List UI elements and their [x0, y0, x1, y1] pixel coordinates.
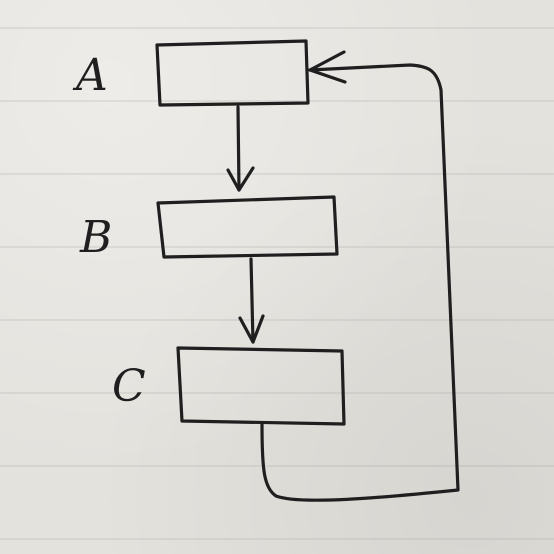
box-c: [176, 346, 346, 426]
node-label-b: B: [80, 212, 113, 263]
box-b: [156, 195, 339, 259]
arrow-a-to-b: [226, 105, 255, 192]
box-a: [155, 39, 310, 107]
node-label-a: A: [76, 50, 108, 101]
arrow-b-to-c: [238, 257, 265, 344]
node-label-c: C: [112, 361, 146, 412]
arrow-c-to-a: [260, 50, 460, 502]
